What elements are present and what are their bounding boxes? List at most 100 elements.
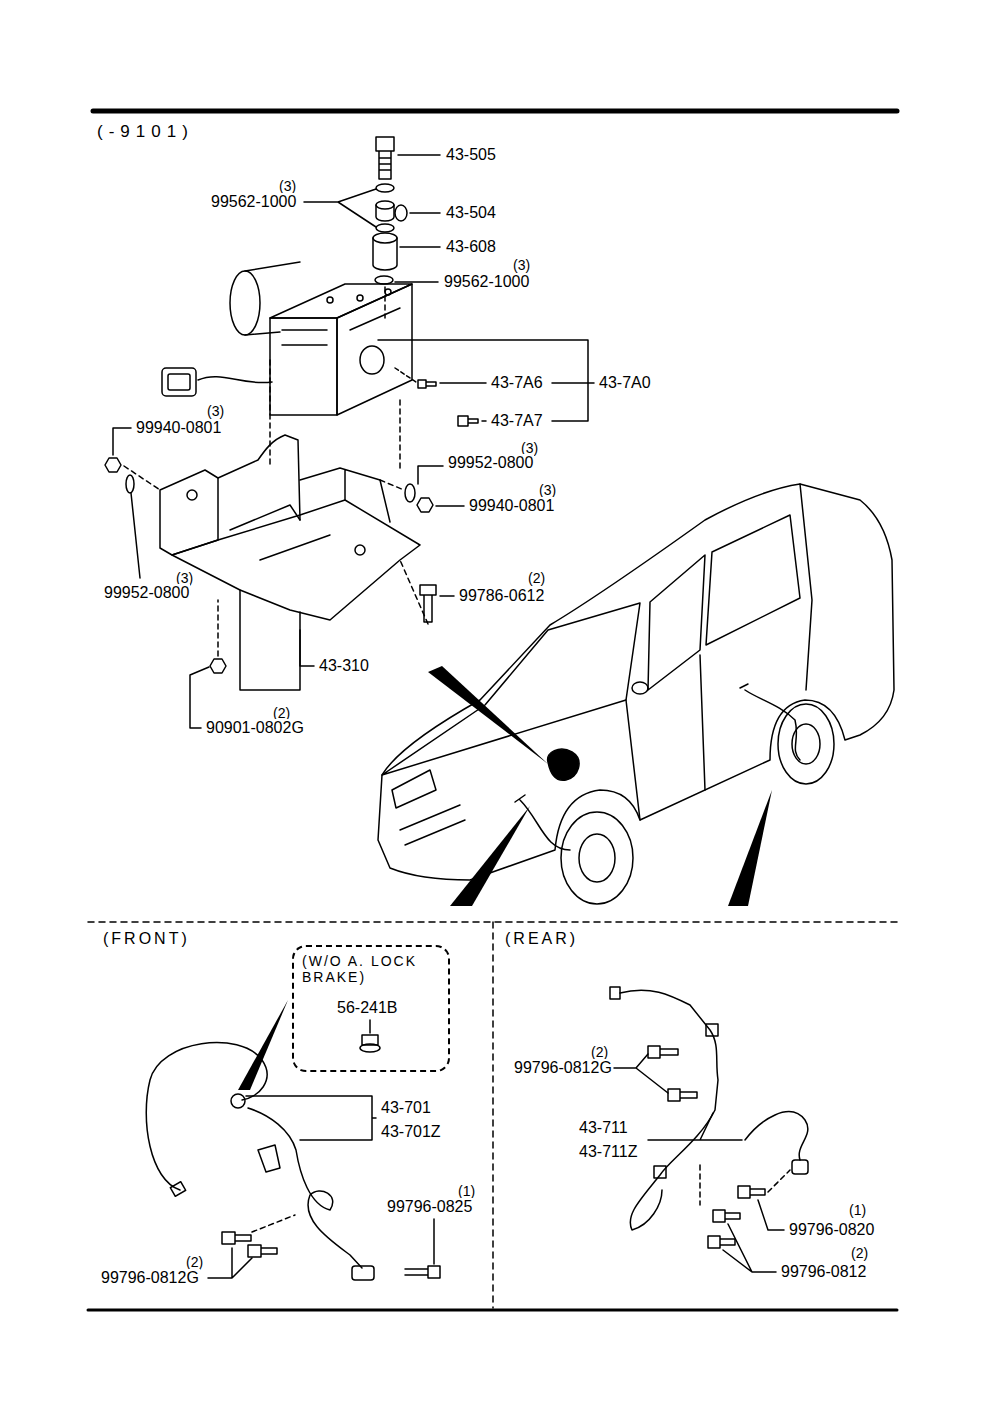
rear-sensor-harness [723, 1224, 776, 1272]
mounting-bracket [355, 545, 365, 555]
hydraulic-unit [245, 262, 300, 335]
part-number: 99786-0612 [458, 587, 545, 605]
leader-line [436, 505, 464, 507]
rear-sensor-harness [648, 1046, 678, 1058]
part-number: 99796-0812G [513, 1059, 613, 1077]
rear-sensor-harness [758, 1200, 784, 1230]
part-number: 99562-1000 [210, 193, 297, 211]
hydraulic-unit [458, 416, 478, 426]
vehicle-illustration [778, 704, 834, 784]
rear-sensor-harness [620, 990, 718, 1230]
rear-sensor-harness [700, 1165, 790, 1205]
part-number: 43-7A0 [598, 374, 652, 392]
front-sensor-harness [146, 1043, 267, 1190]
front-sensor-harness [170, 1182, 185, 1197]
leader-line [400, 246, 440, 248]
vehicle-illustration [378, 484, 894, 906]
mounting-hardware [373, 233, 397, 243]
mounting-bracket [105, 435, 436, 690]
mounting-bracket [187, 490, 197, 500]
part-number: 43-701 [380, 1099, 432, 1117]
part-number: 43-711 [578, 1119, 629, 1137]
mounting-bracket [400, 560, 428, 624]
mounting-hardware [376, 201, 394, 209]
front-sensor-harness [208, 1248, 252, 1278]
front-sensor-harness [246, 1096, 376, 1140]
rear-sensor-harness [668, 1089, 697, 1101]
mounting-bracket [380, 480, 404, 490]
quantity-callout: (3) [512, 256, 531, 274]
frame-rule [93, 109, 897, 114]
front-sensor-harness [231, 1094, 245, 1108]
mounting-hardware [395, 205, 407, 221]
hydraulic-unit [162, 368, 196, 396]
rear-sensor-harness [745, 1112, 808, 1160]
frame-rule [492, 922, 494, 1308]
mounting-bracket [230, 505, 330, 560]
front-sensor-harness [433, 1219, 435, 1264]
mounting-bracket [105, 458, 121, 472]
part-number: 99796-0812 [780, 1263, 867, 1281]
part-number: 43-505 [445, 146, 497, 164]
mounting-bracket [218, 435, 300, 520]
vehicle-illustration [392, 770, 465, 845]
part-number: 43-7A7 [490, 412, 544, 430]
rear-sensor-harness [654, 1166, 666, 1178]
page-heading: (-9101) [97, 122, 194, 142]
mounting-hardware [376, 224, 394, 232]
leader-line [482, 420, 486, 422]
quantity-callout: (2) [850, 1244, 869, 1262]
mounting-hardware [376, 184, 394, 192]
part-number: 99796-0825 [386, 1198, 473, 1216]
mounting-bracket [172, 500, 420, 620]
hydraulic-unit [357, 295, 363, 301]
mounting-hardware [375, 276, 393, 284]
part-number: 43-310 [318, 657, 370, 675]
front-sensor-harness [360, 1044, 380, 1052]
vehicle-illustration [579, 834, 615, 882]
mounting-hardware [373, 238, 397, 270]
part-number: 43-7A6 [490, 374, 544, 392]
part-number: 99940-0801 [135, 419, 222, 437]
part-number: 99952-0800 [447, 454, 534, 472]
rear-sensor-harness [792, 1160, 808, 1174]
quantity-callout: (2) [527, 569, 546, 587]
leader-line [300, 630, 314, 666]
front-sensor-harness [248, 1245, 277, 1257]
rear-sensor-harness [614, 1054, 668, 1093]
mounting-bracket [405, 484, 415, 502]
section-heading: (REAR) [505, 930, 887, 948]
front-sensor-harness [238, 1000, 288, 1090]
mounting-bracket [126, 475, 134, 493]
hydraulic-unit [327, 297, 333, 303]
hydraulic-unit [168, 374, 190, 390]
hydraulic-unit [230, 271, 260, 335]
vehicle-illustration [428, 666, 548, 764]
leader-line [113, 428, 131, 455]
leader-line [304, 189, 376, 227]
section-panel: (FRONT)(W/O A. LOCK BRAKE)56-241B [88, 922, 495, 1314]
mounting-bracket [210, 659, 226, 673]
mounting-hardware [376, 137, 394, 179]
mounting-bracket [124, 466, 160, 490]
leader-line [440, 595, 454, 597]
quantity-callout: (3) [206, 402, 225, 420]
hydraulic-unit [198, 377, 272, 383]
leader-line [398, 154, 440, 156]
part-number: 99796-0820 [788, 1221, 875, 1239]
front-sensor-harness [405, 1266, 440, 1278]
part-number: 99796-0812G [100, 1269, 200, 1287]
part-number: 43-701Z [380, 1123, 442, 1141]
front-sensor-harness [248, 1108, 362, 1268]
part-number: 43-504 [445, 204, 497, 222]
mounting-bracket [300, 468, 390, 522]
section-heading: (W/O A. LOCK BRAKE) [302, 953, 440, 985]
part-number: 99952-0800 [103, 584, 190, 602]
mounting-hardware [373, 137, 407, 318]
front-sensor-harness [252, 1215, 295, 1232]
vehicle-illustration [728, 790, 772, 906]
rear-sensor-harness [610, 987, 808, 1272]
rear-sensor-harness [648, 1113, 742, 1140]
leader-line [378, 340, 594, 421]
variant-box: (W/O A. LOCK BRAKE)56-241B [292, 945, 450, 1072]
